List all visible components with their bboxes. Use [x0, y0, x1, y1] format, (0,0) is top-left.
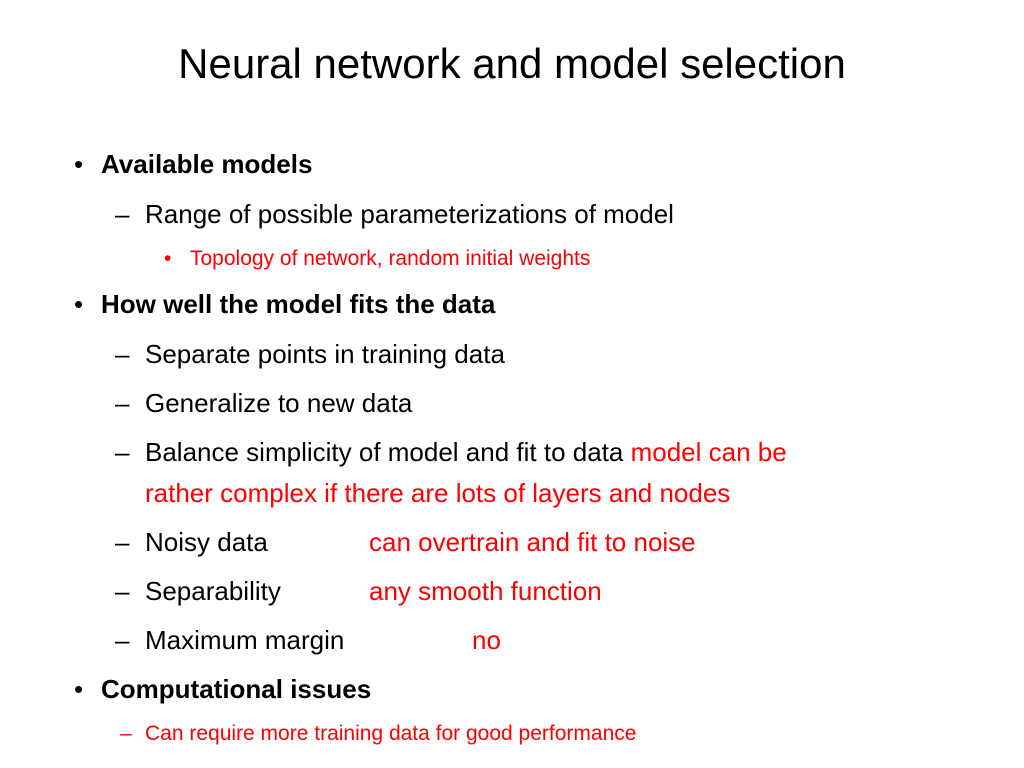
sub-separability: Separability [145, 576, 281, 606]
note-layers-nodes: rather complex if there are lots of laye… [145, 478, 731, 508]
sub-separate-points: Separate points in training data [145, 339, 505, 369]
sub-balance-text: Balance simplicity of model and fit to d… [145, 437, 624, 467]
bullet-marker: • [74, 674, 84, 704]
bullet-available-models: Available models [101, 149, 313, 179]
dash-marker: – [120, 722, 132, 745]
slide-title: Neural network and model selection [178, 40, 846, 87]
dash-marker: – [115, 388, 130, 418]
bullet-computational-issues: Computational issues [101, 674, 372, 704]
note-no: no [472, 625, 501, 655]
sub-generalize: Generalize to new data [145, 388, 413, 418]
dash-marker: – [115, 199, 130, 229]
sub-more-training-data: Can require more training data for good … [145, 722, 637, 745]
note-smooth-function: any smooth function [369, 576, 602, 606]
sub-range-parameterizations: Range of possible parameterizations of m… [145, 199, 674, 229]
dash-marker: – [115, 576, 130, 606]
note-overtrain: can overtrain and fit to noise [369, 527, 696, 557]
bullet-model-fit: How well the model fits the data [101, 289, 496, 319]
dash-marker: – [115, 437, 130, 467]
subsub-topology-weights: Topology of network, random initial weig… [190, 247, 591, 270]
note-model-complex: model can be [630, 437, 787, 467]
bullet-marker: • [74, 289, 84, 319]
dash-marker: – [115, 527, 130, 557]
sub-maximum-margin: Maximum margin [145, 625, 345, 655]
sub-balance-simplicity: Balance simplicity of model and fit to d… [145, 436, 787, 468]
sub-noisy-data: Noisy data [145, 527, 268, 557]
dash-marker: – [115, 339, 130, 369]
dash-marker: – [115, 625, 130, 655]
bullet-marker: • [74, 149, 84, 179]
sub-bullet-marker: • [164, 247, 172, 270]
